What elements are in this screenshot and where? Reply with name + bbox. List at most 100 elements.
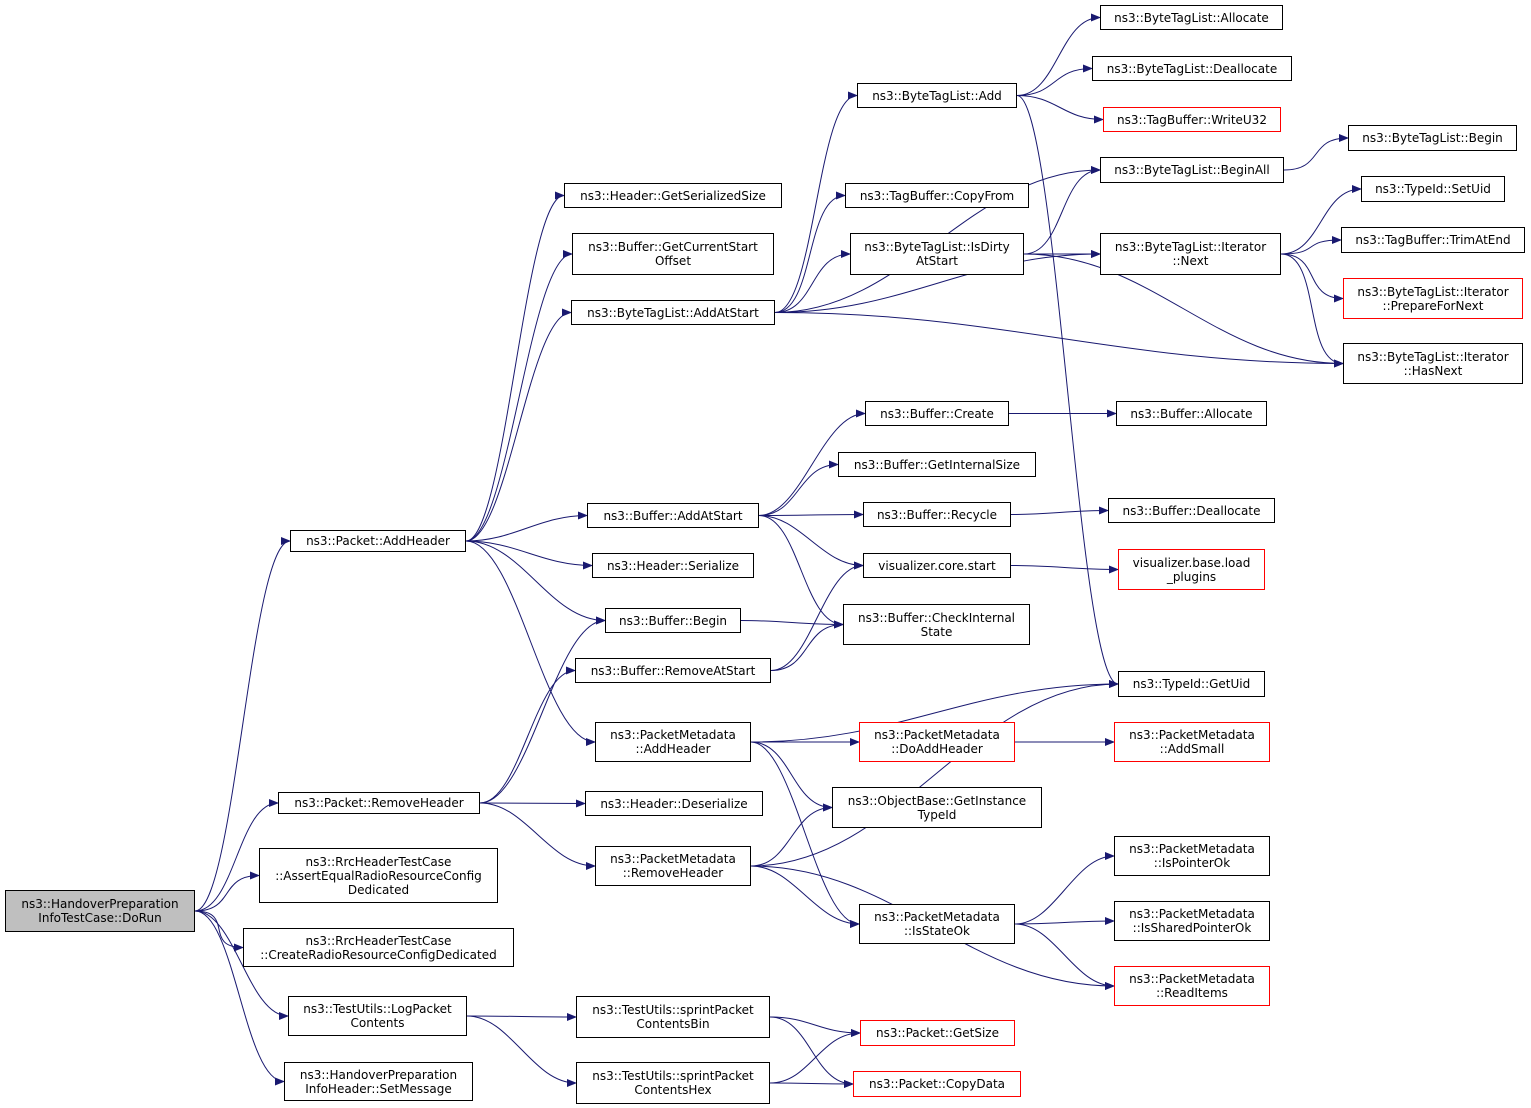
edge-n25-n39 xyxy=(1010,565,1119,574)
node-buffer-deallocate[interactable]: ns3::Buffer::Deallocate xyxy=(1108,498,1275,523)
node-sprintpacketcontentsbin[interactable]: ns3::TestUtils::sprintPacket ContentsBin xyxy=(576,996,770,1038)
node-buffer-checkinternalstate[interactable]: ns3::Buffer::CheckInternal State xyxy=(843,604,1030,645)
edge-n2-n12 xyxy=(479,616,606,804)
edge-n18-n31 xyxy=(769,1079,854,1088)
node-logpacketcontents[interactable]: ns3::TestUtils::LogPacket Contents xyxy=(288,996,467,1036)
edge-n14-n29 xyxy=(750,741,860,928)
edge-n9-n49 xyxy=(774,312,1344,368)
node-visualizer-base-load-plugins[interactable]: visualizer.base.load _plugins xyxy=(1118,549,1265,590)
node-packetmetadata-doaddheader[interactable]: ns3::PacketMetadata ::DoAddHeader xyxy=(859,722,1015,762)
edge-n17-n31 xyxy=(769,1016,854,1088)
node-bytetaglist-iterator-hasnext[interactable]: ns3::ByteTagList::Iterator ::HasNext xyxy=(1343,343,1523,384)
edge-n21-n35 xyxy=(1023,166,1101,255)
edge-n10-n22 xyxy=(758,409,866,516)
edge-n16-n28 xyxy=(750,803,833,867)
edge-n9-n19 xyxy=(774,91,858,313)
edge-n13-n25 xyxy=(770,561,864,671)
node-setmessage[interactable]: ns3::HandoverPreparation InfoHeader::Set… xyxy=(284,1062,473,1101)
node-buffer-allocate[interactable]: ns3::Buffer::Allocate xyxy=(1116,401,1267,426)
node-typeid-getuid[interactable]: ns3::TypeId::GetUid xyxy=(1118,671,1265,697)
node-packet-getsize[interactable]: ns3::Packet::GetSize xyxy=(860,1020,1015,1046)
node-packetmetadata-isstateok[interactable]: ns3::PacketMetadata ::IsStateOk xyxy=(859,904,1015,944)
node-packetmetadata-addsmall[interactable]: ns3::PacketMetadata ::AddSmall xyxy=(1114,722,1270,762)
edge-n10-n26 xyxy=(758,515,844,629)
node-packetmetadata-ispointerok[interactable]: ns3::PacketMetadata ::IsPointerOk xyxy=(1114,836,1270,876)
edge-n35-n45 xyxy=(1283,134,1349,171)
node-header-getserializedsize[interactable]: ns3::Header::GetSerializedSize xyxy=(564,183,782,208)
node-buffer-addatstart[interactable]: ns3::Buffer::AddAtStart xyxy=(587,503,759,528)
node-bytetaglist-beginall[interactable]: ns3::ByteTagList::BeginAll xyxy=(1100,157,1284,183)
node-packetmetadata-readitems[interactable]: ns3::PacketMetadata ::ReadItems xyxy=(1114,966,1270,1006)
edge-n9-n36 xyxy=(774,250,1101,313)
edge-n36-n48 xyxy=(1280,253,1344,303)
node-packet-removeheader[interactable]: ns3::Packet::RemoveHeader xyxy=(278,792,480,814)
edge-n36-n46 xyxy=(1280,185,1362,255)
node-bytetaglist-addatstart[interactable]: ns3::ByteTagList::AddAtStart xyxy=(571,300,775,325)
node-visualizer-core-start[interactable]: visualizer.core.start xyxy=(863,553,1011,578)
edge-n19-n32 xyxy=(1016,13,1101,96)
node-buffer-create[interactable]: ns3::Buffer::Create xyxy=(865,401,1009,426)
node-packetmetadata-addheader[interactable]: ns3::PacketMetadata ::AddHeader xyxy=(595,722,751,762)
node-packet-addheader[interactable]: ns3::Packet::AddHeader xyxy=(290,530,466,552)
node-packet-copydata[interactable]: ns3::Packet::CopyData xyxy=(853,1071,1021,1097)
edge-n12-n26 xyxy=(740,620,844,629)
node-bytetaglist-begin[interactable]: ns3::ByteTagList::Begin xyxy=(1348,125,1517,151)
edge-n13-n26 xyxy=(770,620,844,671)
edge-n1-n10 xyxy=(465,511,588,542)
node-typeid-setuid[interactable]: ns3::TypeId::SetUid xyxy=(1361,176,1505,202)
edge-n19-n40 xyxy=(1016,95,1119,688)
edge-n19-n34 xyxy=(1016,95,1104,124)
edge-n36-n49 xyxy=(1280,253,1344,368)
node-objectbase-getinstancetypeid[interactable]: ns3::ObjectBase::GetInstance TypeId xyxy=(832,787,1042,828)
node-tagbuffer-copyfrom[interactable]: ns3::TagBuffer::CopyFrom xyxy=(845,183,1029,208)
edge-n0-n3 xyxy=(194,871,260,912)
edge-n0-n2 xyxy=(194,799,279,912)
edge-n18-n30 xyxy=(769,1029,861,1084)
node-dorun[interactable]: ns3::HandoverPreparation InfoTestCase::D… xyxy=(5,890,195,932)
node-bytetaglist-add[interactable]: ns3::ByteTagList::Add xyxy=(857,83,1017,108)
edge-n0-n1 xyxy=(194,537,291,912)
edge-n1-n8 xyxy=(465,250,573,542)
node-header-deserialize[interactable]: ns3::Header::Deserialize xyxy=(585,791,763,816)
node-buffer-removeatstart[interactable]: ns3::Buffer::RemoveAtStart xyxy=(575,658,771,683)
node-sprintpacketcontentshex[interactable]: ns3::TestUtils::sprintPacket ContentsHex xyxy=(576,1062,770,1104)
edge-n1-n7 xyxy=(465,191,565,542)
edge-n16-n29 xyxy=(750,865,860,928)
edge-n1-n14 xyxy=(465,540,596,746)
edge-n1-n9 xyxy=(465,308,572,542)
edge-n14-n28 xyxy=(750,741,833,812)
node-tagbuffer-writeu32[interactable]: ns3::TagBuffer::WriteU32 xyxy=(1103,107,1281,132)
edge-n9-n21 xyxy=(774,250,851,313)
node-create-radio-resource-config-dedicated[interactable]: ns3::RrcHeaderTestCase ::CreateRadioReso… xyxy=(243,928,514,967)
edge-n1-n12 xyxy=(465,540,606,625)
node-buffer-begin[interactable]: ns3::Buffer::Begin xyxy=(605,608,741,633)
node-bytetaglist-iterator-next[interactable]: ns3::ByteTagList::Iterator ::Next xyxy=(1100,233,1281,275)
edge-n29-n43 xyxy=(1014,917,1115,926)
edge-n10-n24 xyxy=(758,510,864,519)
edge-n21-n49 xyxy=(1023,253,1344,368)
edge-n1-n11 xyxy=(465,540,593,570)
edge-n0-n5 xyxy=(194,910,289,1020)
edge-n17-n30 xyxy=(769,1016,861,1037)
edge-n29-n44 xyxy=(1014,923,1115,990)
node-tagbuffer-trimatend[interactable]: ns3::TagBuffer::TrimAtEnd xyxy=(1341,227,1525,253)
node-assert-equal-radio-resource-config-dedicated[interactable]: ns3::RrcHeaderTestCase ::AssertEqualRadi… xyxy=(259,848,498,903)
edge-n14-n40 xyxy=(750,680,1119,743)
node-buffer-recycle[interactable]: ns3::Buffer::Recycle xyxy=(863,502,1011,527)
node-bytetaglist-isdirtyatstart[interactable]: ns3::ByteTagList::IsDirty AtStart xyxy=(850,233,1024,275)
edge-n5-n17 xyxy=(466,1012,577,1021)
node-packetmetadata-issharedpointerok[interactable]: ns3::PacketMetadata ::IsSharedPointerOk xyxy=(1114,901,1270,941)
edge-n9-n20 xyxy=(774,191,846,313)
node-bytetaglist-iterator-preparefornext[interactable]: ns3::ByteTagList::Iterator ::PrepareForN… xyxy=(1343,278,1523,319)
node-bytetaglist-allocate[interactable]: ns3::ByteTagList::Allocate xyxy=(1100,5,1283,30)
edge-n19-n33 xyxy=(1016,64,1093,96)
node-buffer-getcurrentstartoffset[interactable]: ns3::Buffer::GetCurrentStart Offset xyxy=(572,233,774,275)
node-buffer-getinternalsize[interactable]: ns3::Buffer::GetInternalSize xyxy=(838,452,1036,477)
edge-n29-n42 xyxy=(1014,852,1115,925)
node-packetmetadata-removeheader[interactable]: ns3::PacketMetadata ::RemoveHeader xyxy=(595,846,751,886)
node-bytetaglist-deallocate[interactable]: ns3::ByteTagList::Deallocate xyxy=(1092,56,1292,81)
edge-n10-n23 xyxy=(758,460,839,516)
node-header-serialize[interactable]: ns3::Header::Serialize xyxy=(592,553,754,578)
edge-n0-n4 xyxy=(194,910,244,952)
